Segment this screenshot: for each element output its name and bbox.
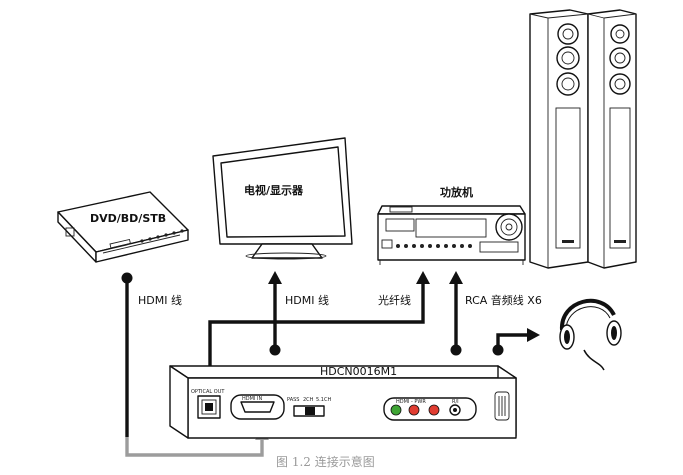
dot-rca xyxy=(450,344,462,356)
cable-optical xyxy=(208,282,425,384)
port-hdmi-in-label: HDMI IN xyxy=(242,396,262,402)
arrow-optical xyxy=(416,271,430,284)
switch-2ch-label: 2CH xyxy=(303,397,314,403)
reset-label: R/I xyxy=(452,399,459,405)
speaker-left xyxy=(529,9,589,269)
arrow-tv-hdmi xyxy=(268,271,282,284)
port-optical-out-label: OPTICAL OUT xyxy=(191,389,225,395)
arrow-rca xyxy=(449,271,463,284)
speaker-right xyxy=(587,9,637,269)
dot-headphone xyxy=(492,344,504,356)
headphones xyxy=(559,298,622,371)
hdmi-pwr-label: HDMI - PWR xyxy=(396,399,426,405)
amplifier xyxy=(377,205,526,265)
label-optical: 光纤线 xyxy=(378,293,411,307)
switch-51ch-label: 5.1CH xyxy=(316,397,331,403)
label-amp: 功放机 xyxy=(440,185,473,199)
converter-box xyxy=(169,365,517,439)
cable-dvd-hdmi-return xyxy=(125,437,264,457)
label-converter: HDCN0016M1 xyxy=(320,365,397,378)
tv-monitor xyxy=(212,137,353,260)
dot-dvd-hdmi xyxy=(121,272,133,284)
label-hdmi-dvd: HDMI 线 xyxy=(138,293,182,307)
label-tv: 电视/显示器 xyxy=(244,183,304,197)
switch-pass-label: PASS xyxy=(287,397,299,403)
dot-tv-hdmi xyxy=(269,344,281,356)
dvd-player xyxy=(57,191,189,263)
label-dvd: DVD/BD/STB xyxy=(90,212,166,225)
arrow-headphone xyxy=(527,328,540,342)
label-rca: RCA 音频线 X6 xyxy=(465,293,542,307)
label-hdmi-tv: HDMI 线 xyxy=(285,293,329,307)
figure-caption: 图 1.2 连接示意图 xyxy=(276,454,375,469)
